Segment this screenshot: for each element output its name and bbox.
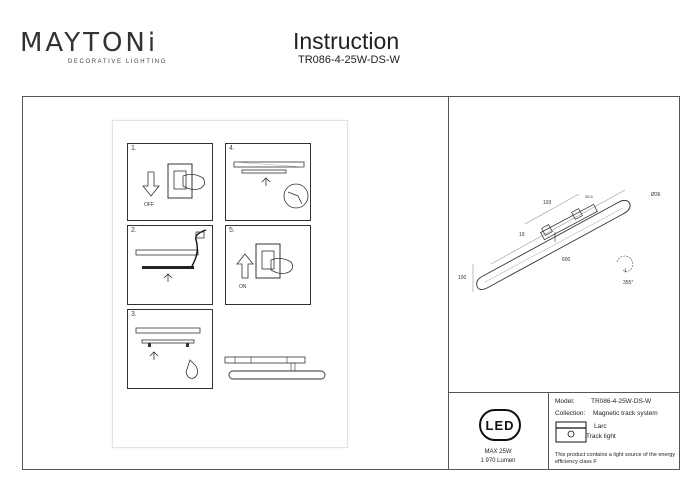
power-off-illustration: OFF xyxy=(142,163,205,208)
frame-divider-spec xyxy=(548,392,549,470)
collection-label: Collection: xyxy=(555,410,586,417)
brand-tagline: DECORATIVE LIGHTING xyxy=(68,59,167,65)
dim-diameter: Ø36 xyxy=(651,192,661,198)
step-1-panel: 1. OFF xyxy=(127,143,213,221)
model-value: TR086-4-25W-DS-W xyxy=(591,398,652,405)
dim-adapter: 35.5 xyxy=(585,194,594,199)
model-label: Model: xyxy=(555,398,575,405)
svg-text:ON: ON xyxy=(239,284,247,290)
track-mount-illustration xyxy=(135,229,207,282)
dim-length: 600 xyxy=(562,257,571,263)
installation-sheet: 1. OFF 4. 2. xyxy=(112,120,348,448)
step-5-panel: 5. ON xyxy=(225,225,311,305)
step-3-panel: 3. xyxy=(127,309,213,389)
brand-name: MAYTONi xyxy=(20,28,159,58)
svg-text:OFF: OFF xyxy=(144,202,154,208)
instruction-frame xyxy=(22,96,680,470)
fixture-fix-illustration xyxy=(135,327,201,379)
collection-value: Magnetic track system xyxy=(593,410,658,417)
step-4-panel: 4. xyxy=(225,143,311,221)
series-name: Larc xyxy=(594,423,607,430)
led-badge: LED xyxy=(479,409,521,441)
frame-divider-vertical xyxy=(448,96,449,470)
dim-offset: 193 xyxy=(543,200,552,206)
dim-width: 19 xyxy=(519,232,525,238)
track-insert-illustration xyxy=(233,161,309,209)
step-5-number: 5. xyxy=(229,227,235,234)
step-1-number: 1. xyxy=(131,145,137,152)
product-sketch xyxy=(224,356,326,380)
step-4-number: 4. xyxy=(229,145,235,152)
dim-rotation: 355° xyxy=(623,280,633,286)
max-power: MAX 25W xyxy=(484,449,512,455)
frame-divider-horizontal xyxy=(448,392,680,393)
dim-height: 100 xyxy=(458,275,467,281)
step-2-panel: 2. xyxy=(127,225,213,305)
page-title: Instruction xyxy=(293,28,400,54)
page-model-code: TR086-4-25W-DS-W xyxy=(298,54,400,66)
step-2-number: 2. xyxy=(131,227,137,234)
lumen-output: 1 970 Lumen xyxy=(480,458,516,464)
product-type: Track light xyxy=(586,433,616,440)
step-3-number: 3. xyxy=(131,311,137,318)
energy-class-note: This product contains a light source of … xyxy=(555,452,676,465)
brand-logo: MAYTONi DECORATIVE LIGHTING xyxy=(20,30,167,65)
power-on-illustration: ON xyxy=(236,243,293,290)
technical-drawing: 193 35.5 Ø36 19 600 100 355° xyxy=(458,189,661,292)
track-light-icon xyxy=(555,421,587,443)
